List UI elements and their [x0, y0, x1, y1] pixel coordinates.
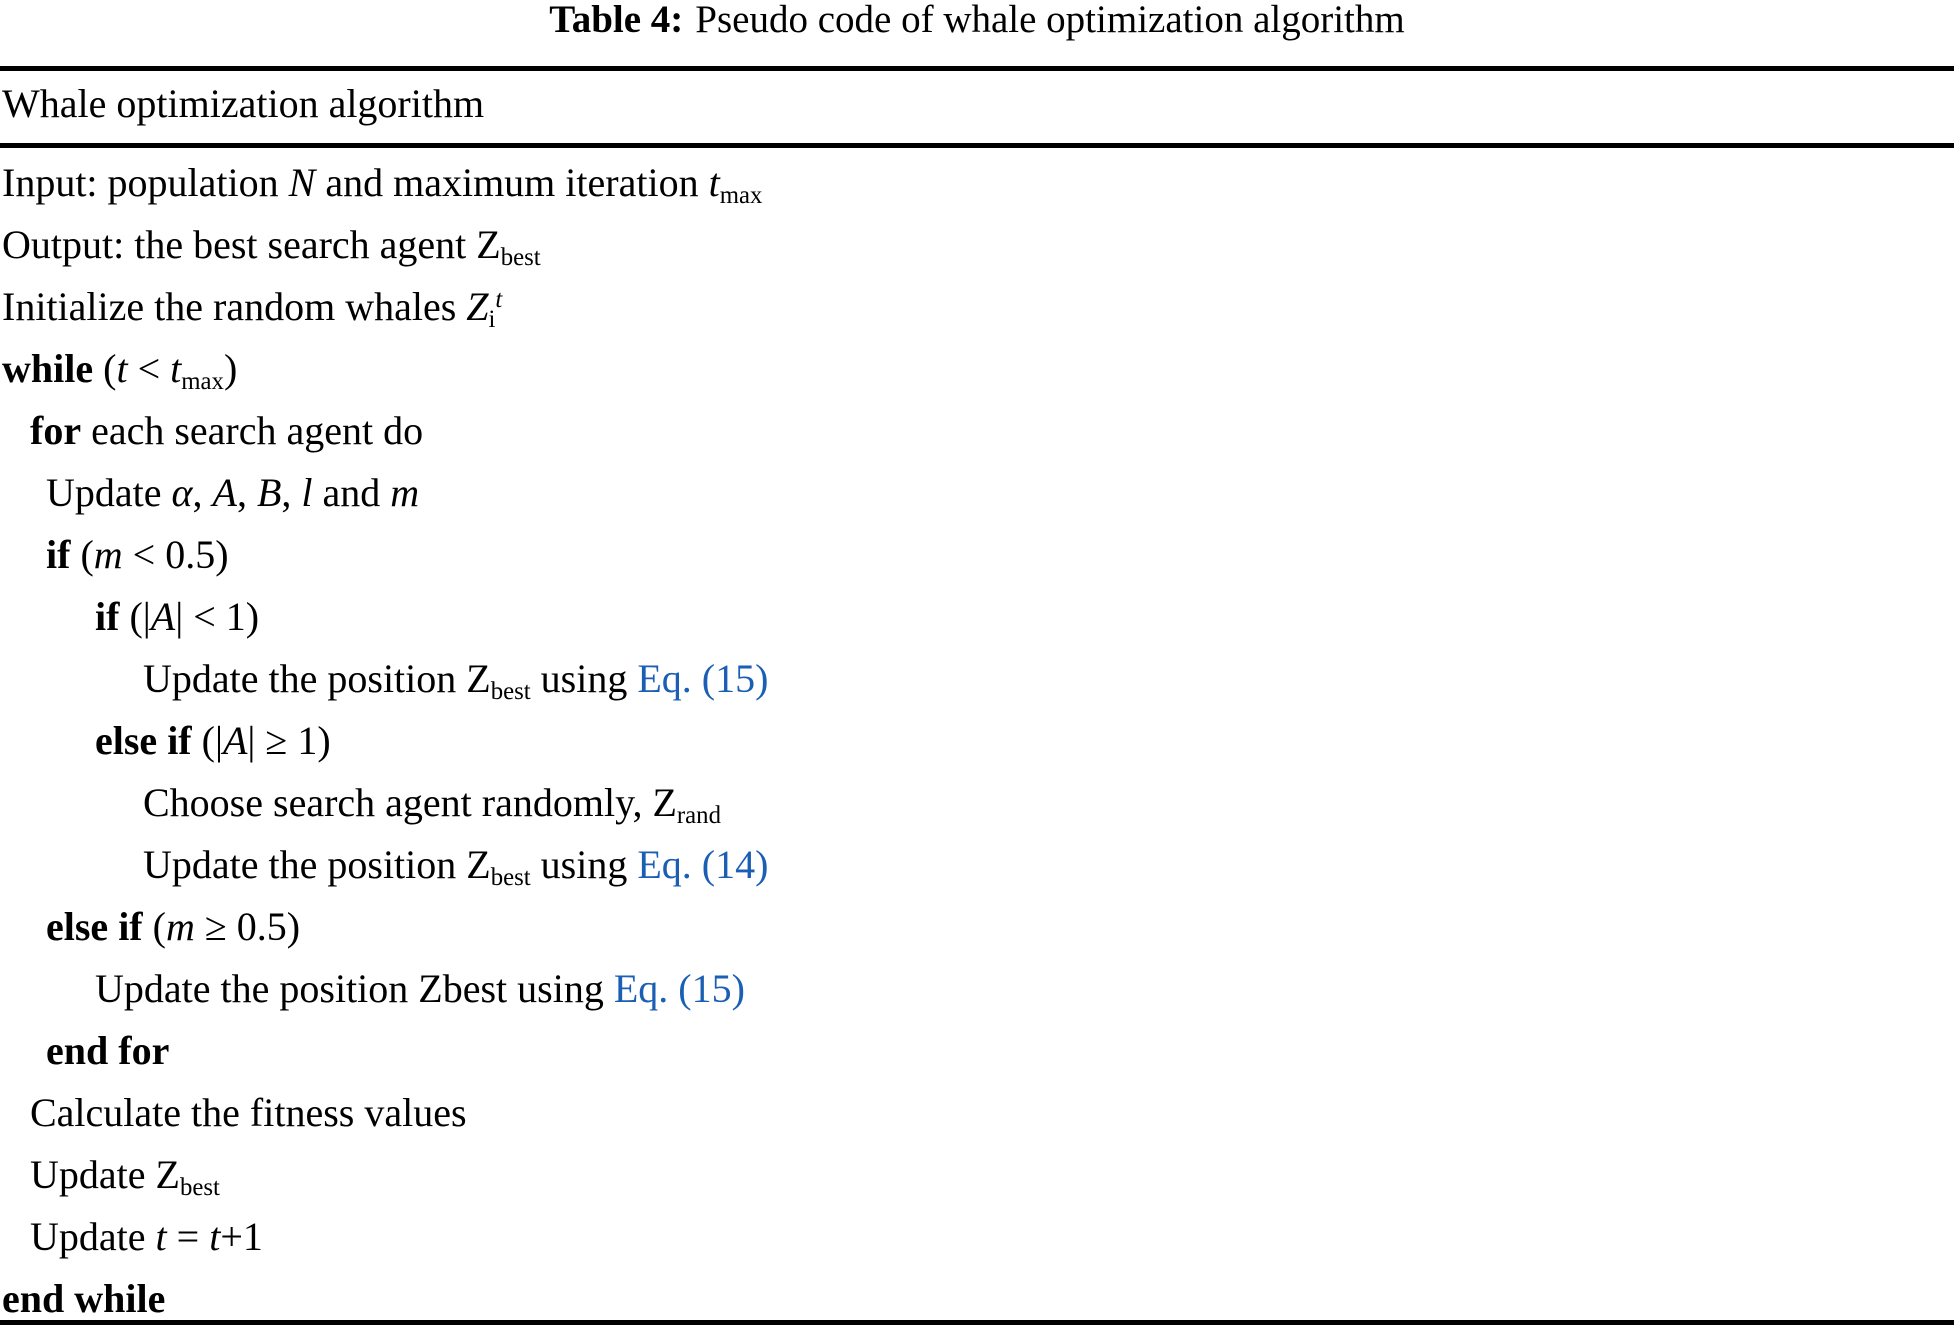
code-text: and maximum iteration [315, 160, 709, 205]
math-variable: N [288, 160, 316, 205]
table-header-title: Whale optimization algorithm [2, 81, 485, 126]
code-text: ( [93, 346, 117, 391]
code-keyword: else if [95, 718, 192, 763]
code-text: Calculate the fitness values [30, 1090, 467, 1135]
table-caption-label: Table 4: [549, 0, 684, 41]
equation-reference-link[interactable]: Eq. (15) [637, 656, 769, 701]
pseudocode-line-input: Input: population N and maximum iteratio… [0, 152, 1954, 214]
pseudocode-line-else-if-m-ge: else if (m ≥ 0.5) [0, 896, 1954, 958]
math-variable: A [222, 718, 248, 763]
pseudocode-line-update-pos-14: Update the position Zbest using Eq. (14) [0, 834, 1954, 896]
math-variable: B [256, 470, 282, 515]
code-text: Update [46, 470, 172, 515]
table-rule-top [0, 66, 1954, 71]
pseudocode-line-if-m-lt: if (m < 0.5) [0, 524, 1954, 586]
code-text: | < 1) [175, 594, 260, 639]
code-text: ) [223, 346, 238, 391]
code-text: Z [476, 222, 501, 267]
code-text: Z [155, 1152, 180, 1197]
subscript: rand [676, 801, 721, 829]
code-text: using [530, 656, 638, 701]
math-variable: A [212, 470, 237, 515]
code-text: = [166, 1214, 210, 1259]
pseudocode-line-update-params: Update α, A, B, l and m [0, 462, 1954, 524]
math-variable: α [171, 470, 193, 515]
pseudocode-line-choose-rand: Choose search agent randomly, Zrand [0, 772, 1954, 834]
code-text: Z [652, 780, 677, 825]
code-text: < [127, 346, 171, 391]
math-variable: Z [466, 284, 489, 329]
code-text: , [236, 470, 257, 515]
subscript: best [490, 863, 531, 891]
pseudocode-line-update-t: Update t = t+1 [0, 1206, 1954, 1268]
code-text: Choose search agent randomly, [143, 780, 653, 825]
code-keyword: if [46, 532, 71, 577]
pseudocode-line-else-if-absA-ge: else if (|A| ≥ 1) [0, 710, 1954, 772]
table-rule-middle [0, 143, 1954, 148]
code-text: ( [70, 532, 94, 577]
pseudocode-line-initialize: Initialize the random whales Zit [0, 276, 1954, 338]
pseudocode-line-output: Output: the best search agent Zbest [0, 214, 1954, 276]
subscript: best [500, 243, 541, 271]
code-keyword: for [30, 408, 82, 453]
code-text: and [312, 470, 391, 515]
pseudocode-line-while-open: while (t < tmax) [0, 338, 1954, 400]
code-text: Update [30, 1214, 156, 1259]
code-text: +1 [220, 1214, 263, 1259]
pseudocode-body: Input: population N and maximum iteratio… [0, 152, 1954, 1330]
pseudocode-line-for-each: for each search agent do [0, 400, 1954, 462]
math-variable: m [93, 532, 123, 577]
pseudocode-line-update-zbest: Update Zbest [0, 1144, 1954, 1206]
code-text: Input: population [2, 160, 289, 205]
code-text: , [281, 470, 302, 515]
index-superscript-group: it [488, 286, 503, 333]
pseudocode-line-end-for: end for [0, 1020, 1954, 1082]
code-text: Initialize the random whales [2, 284, 467, 329]
pseudocode-line-calc-fitness: Calculate the fitness values [0, 1082, 1954, 1144]
code-keyword: while [2, 346, 94, 391]
code-keyword: end while [2, 1276, 166, 1321]
math-variable: t [155, 1214, 167, 1259]
code-keyword: if [95, 594, 120, 639]
equation-reference-link[interactable]: Eq. (15) [613, 966, 745, 1011]
code-text: Update the position Zbest using [95, 966, 614, 1011]
table-caption-text: Pseudo code of whale optimization algori… [695, 0, 1405, 41]
pseudocode-line-update-pos-15b: Update the position Zbest using Eq. (15) [0, 958, 1954, 1020]
code-text: < 0.5) [122, 532, 229, 577]
subscript: best [179, 1173, 220, 1201]
code-text: | ≥ 1) [247, 718, 331, 763]
code-keyword: else if [46, 904, 143, 949]
code-text: Output: the best search agent [2, 222, 477, 267]
code-text: (| [191, 718, 223, 763]
pseudocode-line-if-absA-lt: if (|A| < 1) [0, 586, 1954, 648]
math-variable: t [170, 346, 182, 391]
table-rule-bottom [0, 1320, 1954, 1325]
code-text: Update [30, 1152, 156, 1197]
math-variable: m [165, 904, 195, 949]
subscript: max [181, 367, 224, 395]
code-text: each search agent do [81, 408, 424, 453]
math-variable: t [708, 160, 720, 205]
subscript: best [490, 677, 531, 705]
code-text: Z [466, 842, 491, 887]
code-text: , [192, 470, 213, 515]
code-text: using [530, 842, 638, 887]
code-text: Update the position [143, 656, 467, 701]
code-text: Update the position [143, 842, 467, 887]
code-text: Z [466, 656, 491, 701]
math-variable: l [301, 470, 313, 515]
equation-reference-link[interactable]: Eq. (14) [637, 842, 769, 887]
math-variable: t [209, 1214, 221, 1259]
math-variable: m [390, 470, 420, 515]
code-keyword: end for [46, 1028, 170, 1073]
table-caption: Table 4: Pseudo code of whale optimizatio… [0, 0, 1954, 44]
code-text: ≥ 0.5) [194, 904, 301, 949]
pseudocode-line-end-while: end while [0, 1268, 1954, 1330]
pseudocode-line-update-pos-15a: Update the position Zbest using Eq. (15) [0, 648, 1954, 710]
math-variable: t [116, 346, 128, 391]
math-variable: A [150, 594, 176, 639]
subscript: max [719, 181, 763, 209]
code-text: ( [142, 904, 166, 949]
code-text: (| [119, 594, 151, 639]
